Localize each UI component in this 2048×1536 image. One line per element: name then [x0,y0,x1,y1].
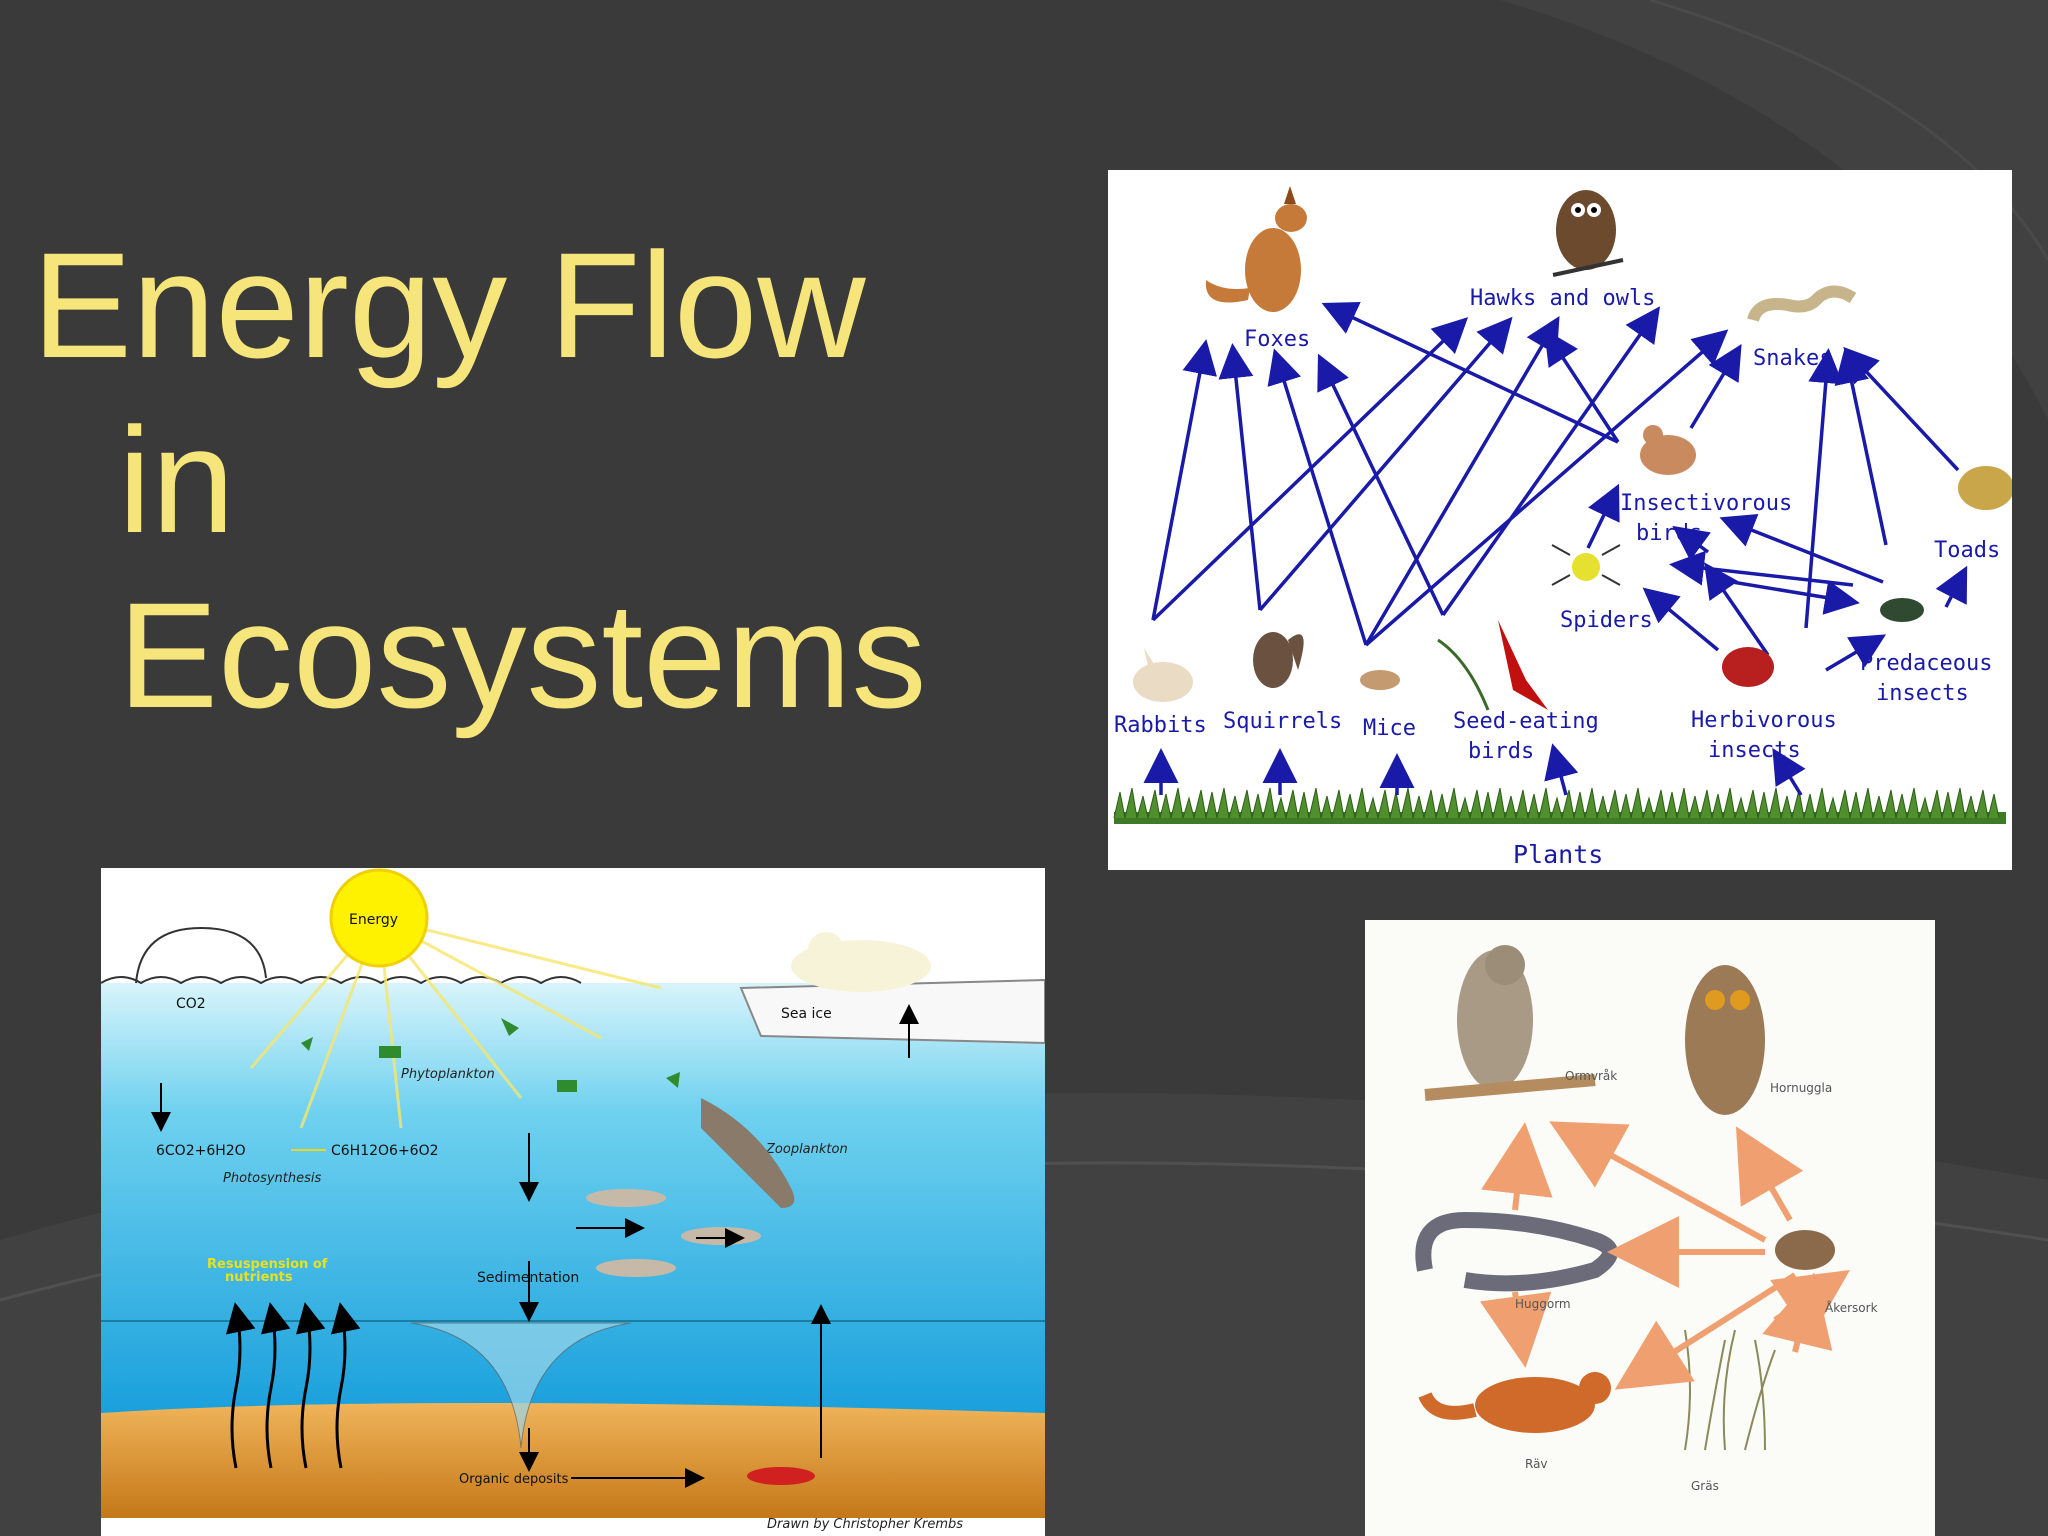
label-huggorm: Huggorm [1515,1297,1571,1311]
label-insectivorous-1: Insectivorous [1620,491,1792,516]
label-zooplankton: Zooplankton [765,1142,848,1157]
rabbit-illustration [1133,648,1193,702]
label-co2: CO2 [176,996,206,1012]
predator-prey-web: Ormvråk Hornuggla Huggorm Åkersork Räv G… [1365,920,1935,1536]
label-hawks-owls: Hawks and owls [1470,286,1655,311]
sun-illustration: Energy [249,868,662,1129]
label-phytoplankton: Phytoplankton [401,1067,495,1082]
phytoplankton-illustration [301,1018,680,1092]
label-seed-eating-1: Seed-eating [1453,709,1599,734]
fox-illustration [1205,186,1307,312]
equation-left: 6CO2+6H2O [156,1143,246,1159]
label-rabbits: Rabbits [1114,713,1207,738]
label-photosynthesis: Photosynthesis [223,1171,322,1186]
label-gras: Gräs [1691,1479,1719,1493]
seal-illustration [701,1098,795,1208]
polar-bear-illustration [791,932,931,1058]
ocean-ecosystem-diagram: Energy CO2 Sea ice Phytoplankton Zooplan… [101,868,1045,1536]
owl-illustration [1552,190,1624,277]
label-sea-ice: Sea ice [781,1006,832,1022]
label-seed-eating-2: birds [1468,739,1534,764]
seabed [101,1403,1045,1518]
label-spiders: Spiders [1560,608,1653,633]
ocean-diagram: Energy CO2 Sea ice Phytoplankton Zooplan… [101,868,1045,1536]
herbivorous-insect-illustration [1722,647,1774,687]
label-plants: Plants [1513,840,1603,869]
slide-title: Energy Flow in Ecosystems [32,218,927,743]
title-line-2: in [118,396,235,564]
label-snakes: Snakes [1753,346,1832,371]
label-predaceous-1: Predaceous [1860,651,1992,676]
title-line-3: Ecosystems [118,571,927,739]
credit-text: Drawn by Christopher Krembs [767,1517,963,1532]
predaceous-insect-illustration [1880,598,1924,622]
label-rav: Räv [1525,1457,1548,1471]
label-akersork: Åkersork [1825,1300,1878,1315]
food-web-diagram: Foxes Hawks and owls Snakes Insectivorou… [1113,186,2012,869]
hawk-illustration [1424,945,1596,1101]
label-predaceous-2: insects [1876,681,1969,706]
label-herbivorous-2: insects [1708,738,1801,763]
label-organic-deposits: Organic deposits [459,1472,569,1487]
energy-flow-arrows [1143,302,1968,796]
sedimentation-funnel [410,1322,632,1449]
equation-right: C6H12O6+6O2 [331,1143,439,1159]
toad-illustration [1958,466,2012,510]
water-body [101,983,1045,1413]
label-toads: Toads [1934,538,2000,563]
sea-ice-illustration: Sea ice [739,978,1045,1045]
terrestrial-food-web: Foxes Hawks and owls Snakes Insectivorou… [1108,170,2012,870]
owl-illustration [1685,965,1765,1115]
snake-illustration [1747,285,1857,322]
label-mice: Mice [1363,716,1416,741]
cardinal-illustration [1437,620,1548,711]
label-resuspension-1: Resuspension of [207,1257,328,1272]
spider-illustration [1551,544,1621,586]
label-energy: Energy [349,912,398,928]
ocean-flow-arrows [519,1133,831,1488]
label-ormvrak: Ormvråk [1565,1069,1617,1083]
label-hornuggla: Hornuggla [1770,1081,1832,1095]
predation-arrows [1479,1121,1850,1390]
resuspension-arrows [225,1302,361,1469]
predator-prey-diagram: Ormvråk Hornuggla Huggorm Åkersork Räv G… [1415,945,1878,1493]
fox-illustration [1418,1372,1611,1433]
label-sedimentation: Sedimentation [477,1270,579,1286]
lobster-illustration [747,1467,815,1485]
label-resuspension-2: nutrients [225,1270,293,1285]
label-insectivorous-2: birds [1636,521,1702,546]
title-line-1: Energy Flow [32,221,866,389]
grass-illustration [1684,1329,1776,1451]
viper-illustration [1415,1211,1618,1292]
label-herbivorous-1: Herbivorous [1691,708,1837,733]
grass-illustration [1113,787,2006,824]
mouse-illustration [1360,670,1400,690]
label-squirrels: Squirrels [1223,709,1342,734]
insectivorous-bird-illustration [1640,425,1696,475]
vole-illustration [1775,1230,1835,1270]
co2-cycle-illustration: CO2 [135,926,267,1132]
squirrel-illustration [1253,632,1304,688]
label-foxes: Foxes [1244,327,1310,352]
